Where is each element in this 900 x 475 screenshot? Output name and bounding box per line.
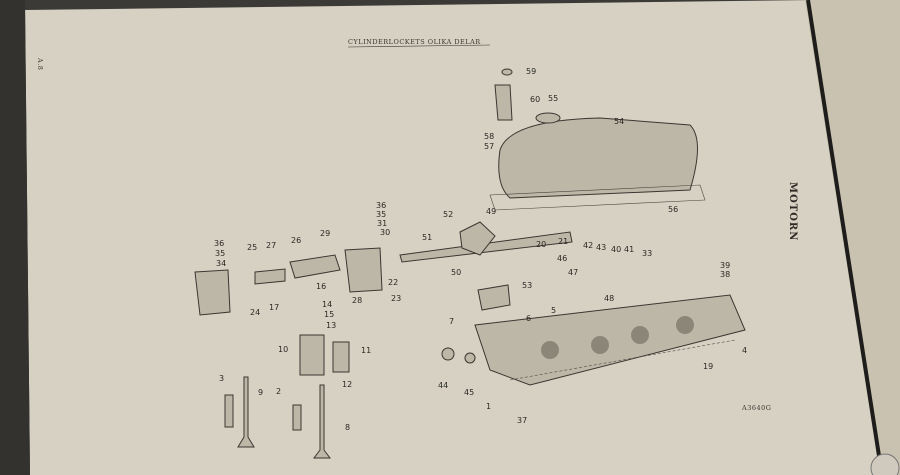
part-label: 59 (526, 67, 536, 76)
rocker-pedestal-right (344, 247, 383, 293)
part-label: 48 (604, 294, 614, 303)
part-label: 26 (291, 236, 301, 245)
part-label: 11 (361, 346, 371, 355)
part-label: 58 (484, 132, 494, 141)
part-label: 3 (219, 374, 224, 383)
bracket (494, 84, 513, 121)
part-label: 45 (464, 388, 474, 397)
binder-edge (806, 0, 884, 475)
diagram-shape (509, 339, 736, 381)
diagram-shape (332, 341, 350, 373)
binder-ring (870, 453, 900, 475)
cylinder-head (474, 294, 746, 386)
page-number: A.8 (36, 57, 44, 70)
part-label: 28 (352, 296, 362, 305)
part-label: 38 (720, 270, 730, 279)
valve-left (237, 376, 255, 448)
part-label: 42 (583, 241, 593, 250)
diagram-shape (347, 44, 491, 48)
part-label: 14 (322, 300, 332, 309)
part-label: 22 (388, 278, 398, 287)
diagram-shape (591, 336, 609, 354)
part-label: 15 (324, 310, 334, 319)
part-label: 12 (342, 380, 352, 389)
part-label: 57 (484, 142, 494, 151)
part-label: 4 (742, 346, 747, 355)
figure-code: A3640G (741, 404, 771, 412)
part-label: 50 (451, 268, 461, 277)
part-label: 5 (551, 306, 556, 315)
part-label: 29 (320, 229, 330, 238)
cover-gasket (489, 184, 706, 211)
part-label: 9 (258, 388, 263, 397)
part-label: 16 (316, 282, 326, 291)
side-title: MOTORN (787, 182, 798, 241)
part-label: 27 (266, 241, 276, 250)
thermostat-housing (477, 284, 511, 311)
part-label: 41 (624, 245, 634, 254)
part-label: 37 (517, 416, 527, 425)
part-label: 23 (391, 294, 401, 303)
part-label: 56 (668, 205, 678, 214)
rocker-pedestal-left (194, 269, 231, 316)
part-label: 54 (614, 117, 624, 126)
part-label: 43 (596, 243, 606, 252)
diagram-shape (541, 316, 694, 359)
diagram-shape (459, 221, 496, 256)
part-label: 1 (486, 402, 491, 411)
part-label: 40 (611, 245, 621, 254)
header-title: CYLINDERLOCKETS OLIKA DELAR (348, 38, 481, 46)
diagram-shape (464, 352, 476, 364)
diagram-shape (224, 394, 234, 428)
part-label: 33 (642, 249, 652, 258)
part-label: 25 (247, 243, 257, 252)
part-label: 36 (376, 201, 386, 210)
part-label: 24 (250, 308, 260, 317)
part-label: 30 (380, 228, 390, 237)
part-label: 19 (703, 362, 713, 371)
part-label: 20 (536, 240, 546, 249)
diagram-shape (541, 341, 559, 359)
valve-right (313, 384, 331, 459)
diagram-shape (676, 316, 694, 334)
part-label: 51 (422, 233, 432, 242)
part-label: 39 (720, 261, 730, 270)
part-label: 49 (486, 207, 496, 216)
part-labels: 59 60 55 54 58 57 56 36 35 31 30 29 52 4… (214, 67, 747, 432)
part-label: 21 (558, 237, 568, 246)
part-label: 53 (522, 281, 532, 290)
part-label: 35 (215, 249, 225, 258)
diagram-shape (292, 404, 302, 431)
part-label: 52 (443, 210, 453, 219)
desk-left (0, 0, 30, 475)
page-edge (805, 0, 900, 475)
exploded-diagram (194, 68, 746, 459)
valve-spring (299, 334, 325, 376)
part-label: 35 (376, 210, 386, 219)
diagram-shape (631, 326, 649, 344)
diagram-shape (501, 68, 513, 76)
part-label: 44 (438, 381, 448, 390)
part-label: 8 (345, 423, 350, 432)
part-label: 10 (278, 345, 288, 354)
part-label: 36 (214, 239, 224, 248)
part-label: 17 (269, 303, 279, 312)
spring (254, 268, 286, 285)
rocker-arm (289, 254, 341, 279)
part-label: 31 (377, 219, 387, 228)
diagram-shape (441, 347, 455, 361)
part-label: 60 (530, 95, 540, 104)
part-label: 55 (548, 94, 558, 103)
part-label: 47 (568, 268, 578, 277)
part-label: 2 (276, 387, 281, 396)
part-label: 46 (557, 254, 567, 263)
part-label: 6 (526, 314, 531, 323)
diagram-shape (535, 112, 561, 124)
part-label: 34 (216, 259, 226, 268)
part-label: 13 (326, 321, 336, 330)
part-label: 7 (449, 317, 454, 326)
rocker-cover (498, 117, 698, 199)
